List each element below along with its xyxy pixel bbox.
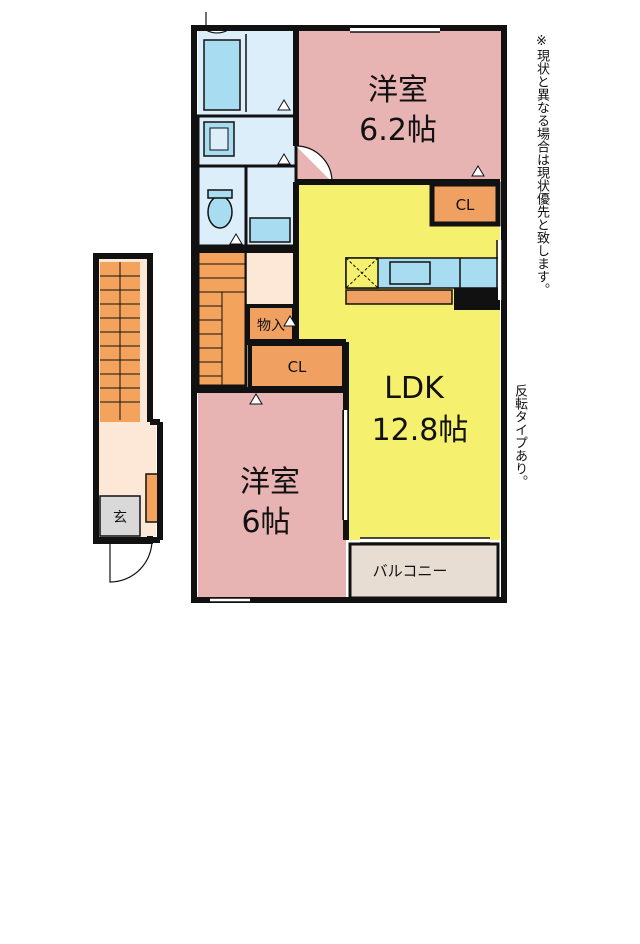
closet-mid-label: CL bbox=[288, 358, 307, 376]
ldk-name: LDK bbox=[384, 371, 445, 406]
note-line-1: ※現状と異なる場合は現状優先と致します。 bbox=[534, 34, 549, 296]
western-room-top-name: 洋室 bbox=[368, 73, 428, 108]
storage-label: 物入 bbox=[257, 318, 285, 334]
toilet bbox=[207, 195, 233, 229]
entrance-label: 玄 bbox=[113, 509, 127, 526]
bathtub bbox=[203, 39, 241, 111]
western-room-bottom-floor bbox=[198, 392, 346, 598]
entrance-floor bbox=[99, 495, 141, 537]
western-room-bottom-size: 6帖 bbox=[241, 505, 290, 540]
refrigerator-space bbox=[454, 288, 500, 310]
closet-top-label: CL bbox=[456, 196, 475, 214]
western-room-top-floor bbox=[296, 30, 502, 180]
main-building bbox=[191, 12, 507, 603]
note-line-2: 反転タイプあり。 bbox=[512, 384, 527, 488]
floor-plan: 洋室 6.2帖 CL 物入 CL LDK 12.8帖 洋室 6帖 玄 バルコニー bbox=[93, 12, 507, 603]
ldk-size: 12.8帖 bbox=[372, 413, 469, 448]
wash-basin bbox=[249, 217, 291, 243]
stair-block bbox=[93, 253, 163, 583]
balcony-label: バルコニー bbox=[373, 562, 448, 580]
western-room-top-size: 6.2帖 bbox=[359, 113, 437, 148]
balcony-floor bbox=[348, 542, 500, 600]
western-room-bottom-name: 洋室 bbox=[240, 465, 300, 500]
